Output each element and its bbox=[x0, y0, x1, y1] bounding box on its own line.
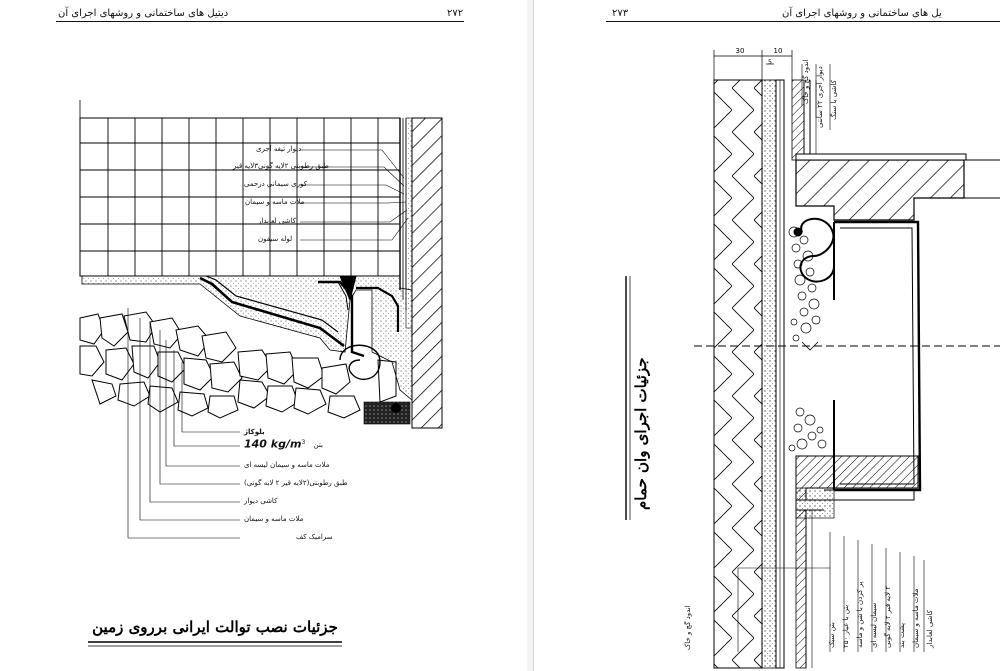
label-mortar-upper: ملات ماسه و سیمان bbox=[245, 198, 305, 206]
wall-plaster bbox=[761, 79, 777, 669]
right-page-number: ۲۷۳ bbox=[612, 8, 629, 19]
stone-blockage bbox=[79, 311, 361, 419]
left-running-title: دیتیل های ساختمانی و روشهای اجرای آن bbox=[58, 8, 229, 19]
left-page: دیتیل های ساختمانی و روشهای اجرای آن ۲۷۲ bbox=[0, 0, 527, 671]
right-page: ۲۷۳ یل های ساختمانی و روشهای اجرای آن bbox=[533, 0, 1000, 671]
label-backing-r: پشت بند bbox=[898, 622, 906, 648]
top-leaders bbox=[801, 64, 831, 130]
label-cement-plaster-r: سیمان لیسه ای bbox=[870, 602, 878, 648]
label-plaster-mortar: ملات ماسه و سیمان لیسه ای bbox=[244, 461, 330, 469]
label-glazed-tile: کاشی لعابدار bbox=[258, 217, 296, 225]
label-waterproofing-lower: طبق رطوبتی(۲لایه قیر ۲ لایه گونی) bbox=[244, 479, 348, 487]
dimension-line bbox=[713, 50, 793, 80]
left-page-number: ۲۷۲ bbox=[447, 8, 464, 19]
toilet-section-drawing bbox=[79, 100, 443, 539]
left-header-rule bbox=[56, 21, 464, 22]
bathtub-section-drawing: 30 10 5 bbox=[694, 47, 1000, 669]
dim-5: 5 bbox=[768, 59, 772, 66]
dim-30: 30 bbox=[736, 47, 745, 55]
label-wall-tile: کاشی دیوار bbox=[244, 497, 278, 505]
label-mortar-r: ملات ماسه و سیمان bbox=[912, 588, 920, 648]
masonry-wall bbox=[411, 117, 443, 429]
label-waterproof-r: ۲ لایه قیر ۲ لایه گونی bbox=[884, 585, 892, 648]
tile-wall bbox=[79, 100, 401, 277]
right-running-title: یل های ساختمانی و روشهای اجرای آن bbox=[782, 8, 942, 19]
toilet-pan bbox=[199, 275, 400, 403]
label-siphon-pipe: لوله سیفون bbox=[258, 235, 293, 243]
label-cement-grout: کوری سیمانی درحمی bbox=[244, 180, 307, 188]
label-concrete: 140 kg/m3 بتن bbox=[244, 438, 323, 450]
siphon-trap bbox=[793, 218, 835, 283]
lower-leaders bbox=[127, 308, 240, 539]
label-tile-stone: کاشی یا سنگ bbox=[830, 80, 838, 120]
label-concrete-prefix: بتن bbox=[313, 441, 323, 450]
top-slab bbox=[795, 159, 965, 221]
gravel-fill bbox=[788, 226, 827, 452]
lower-wall-detail bbox=[795, 509, 813, 669]
label-light-concrete-r: بتن سبک bbox=[828, 622, 836, 648]
right-header-rule bbox=[606, 21, 1000, 22]
upper-leaders bbox=[300, 149, 409, 241]
label-floor-ceramic: سرامیک کف bbox=[296, 533, 333, 541]
label-blockage: بلوکاژ bbox=[244, 428, 265, 436]
dim-10: 10 bbox=[774, 47, 783, 55]
top-wall-detail bbox=[791, 79, 817, 161]
label-sand-fill-r: پر کردن با شن و ماسه bbox=[856, 581, 864, 648]
label-waterproofing-upper: طبق رطوبتی ۲لایه گونی۳لایه قیر bbox=[233, 162, 329, 170]
left-figure-caption: جزئیات نصب توالت ایرانی برروی زمین bbox=[92, 618, 338, 636]
label-concrete-value: 140 kg/m bbox=[244, 437, 302, 451]
label-brick-wall: دیوار آجری ۲۲ سانتی bbox=[816, 66, 824, 128]
drain-fill bbox=[363, 401, 411, 425]
label-mortar-lower: ملات ماسه و سیمان bbox=[244, 515, 304, 523]
label-concrete-r: بتن با عیار ۲۵۰ bbox=[842, 604, 850, 648]
bottom-leaders bbox=[737, 532, 925, 652]
label-gypsum-top: اندود گچ و خاک bbox=[802, 59, 810, 104]
right-figure-caption: جزئیات اجرای وان حمام bbox=[632, 357, 650, 510]
label-concrete-sup: 3 bbox=[301, 439, 306, 446]
top-slab-edge bbox=[795, 153, 967, 161]
label-gypsum-bottom: اندود گچ و خاک bbox=[684, 605, 692, 650]
label-glazed-tile-r: کاشی لعابدار bbox=[926, 610, 934, 648]
concrete-layer bbox=[81, 275, 413, 401]
label-brick-partition: دیوار تیغه آجری bbox=[256, 145, 302, 153]
drain-pipe bbox=[391, 403, 401, 413]
